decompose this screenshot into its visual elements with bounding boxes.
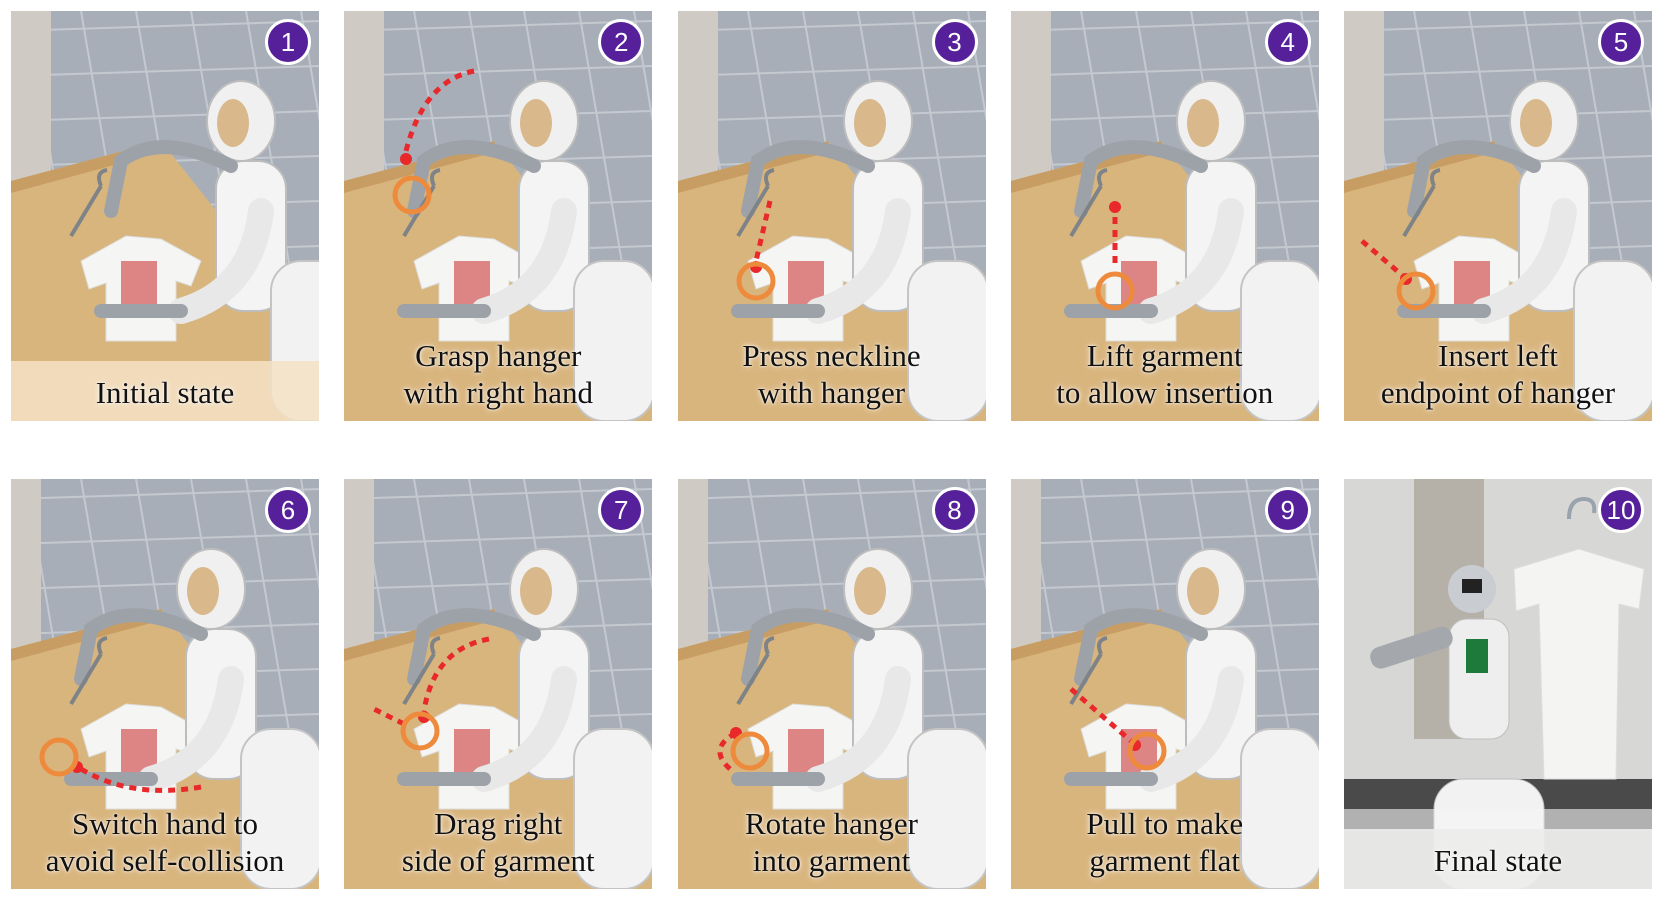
step-photo xyxy=(1010,11,1319,421)
step-photo xyxy=(11,479,319,889)
caption-band xyxy=(1344,829,1652,889)
step-photo xyxy=(344,11,653,421)
step-number-badge: 3 xyxy=(931,19,978,65)
caption-line: endpoint of hanger xyxy=(1380,375,1616,410)
caption-line: Lift garment xyxy=(1086,338,1243,373)
caption-line: garment flat xyxy=(1089,843,1241,878)
caption-line: Final state xyxy=(1433,843,1563,878)
caption-line: Rotate hanger xyxy=(744,806,918,841)
caption-line: Switch hand to xyxy=(72,806,258,841)
step-photo xyxy=(1010,479,1319,889)
step-photo xyxy=(677,11,986,421)
step-caption: Final state xyxy=(1344,842,1652,879)
step-number-badge: 9 xyxy=(1264,487,1311,533)
step-number-badge: 10 xyxy=(1598,487,1644,533)
caption-line: to allow insertion xyxy=(1056,375,1274,410)
caption-line: Press neckline xyxy=(742,338,921,373)
step-number-badge: 5 xyxy=(1598,19,1644,65)
step-photo xyxy=(677,479,986,889)
caption-line: side of garment xyxy=(401,843,595,878)
caption-line: Grasp hanger xyxy=(415,338,582,373)
step-caption: Initial state xyxy=(11,374,319,411)
caption-line: Drag right xyxy=(434,806,563,841)
caption-line: with right hand xyxy=(403,375,593,410)
step-number-badge: 1 xyxy=(265,19,311,65)
step-number-badge: 4 xyxy=(1264,19,1311,65)
caption-band xyxy=(11,361,319,421)
caption-line: Pull to make xyxy=(1086,806,1244,841)
step-number-badge: 6 xyxy=(265,487,311,533)
step-photo xyxy=(344,479,653,889)
step-photo xyxy=(11,11,319,421)
caption-line: Initial state xyxy=(95,375,235,410)
caption-line: into garment xyxy=(752,843,911,878)
caption-line: Insert left xyxy=(1438,338,1558,373)
caption-line: with hanger xyxy=(757,375,906,410)
step-number-badge: 2 xyxy=(598,19,645,65)
step-number-badge: 7 xyxy=(598,487,645,533)
step-photo xyxy=(1344,11,1652,421)
caption-line: avoid self-collision xyxy=(45,843,285,878)
step-number-badge: 8 xyxy=(931,487,978,533)
step-photo xyxy=(1344,479,1652,889)
